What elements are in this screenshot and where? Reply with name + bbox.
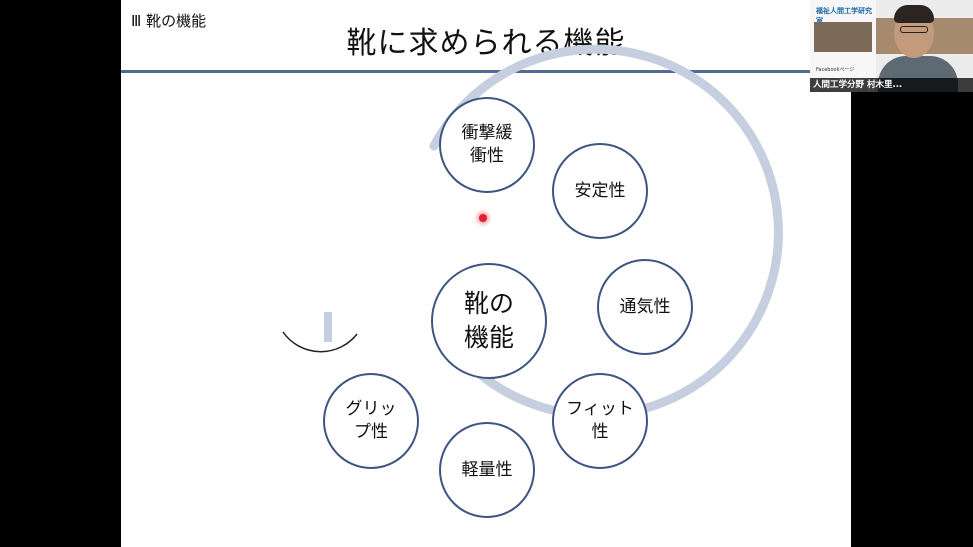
webcam-site-header: 福祉人間工学研究室	[816, 7, 872, 25]
node-label: グリッ プ性	[345, 399, 397, 442]
node-shock-absorption: 衝撃緩 衝性	[439, 97, 535, 193]
slide-title: 靴に求められる機能	[346, 26, 626, 61]
section-label: Ⅲ 靴の機能	[131, 12, 207, 30]
node-label: 軽量性	[461, 459, 513, 480]
laser-pointer	[479, 214, 487, 222]
node-stability: 安定性	[552, 143, 648, 239]
title-divider	[121, 70, 851, 73]
participant-name-label: 人間工学分野 村木里...	[810, 78, 973, 92]
webcam-person-glasses	[900, 26, 928, 33]
node-label: 安定性	[574, 180, 626, 201]
webcam-thumbnail[interactable]: 福祉人間工学研究室 Facebookページ 人間工学分野 村木里...	[810, 0, 973, 92]
node-lightweight: 軽量性	[439, 422, 535, 518]
center-node-label: 靴の 機能	[463, 289, 514, 352]
node-label: 衝撃緩 衝性	[461, 123, 513, 166]
cycle-ring-gap-arc	[282, 331, 358, 353]
node-fit: フィット 性	[552, 373, 648, 469]
presentation-slide: Ⅲ 靴の機能 靴に求められる機能 靴の 機能 衝撃緩 衝性 安定性 通気性 フィ…	[121, 0, 851, 547]
webcam-background-photo	[814, 22, 872, 52]
node-label: フィット 性	[566, 399, 634, 442]
center-node: 靴の 機能	[431, 263, 547, 379]
node-breathability: 通気性	[597, 259, 693, 355]
webcam-facebook-label: Facebookページ	[816, 67, 855, 73]
node-label: 通気性	[619, 296, 671, 317]
node-grip: グリッ プ性	[323, 373, 419, 469]
webcam-background-panel: 福祉人間工学研究室 Facebookページ	[810, 0, 876, 92]
webcam-person-hair	[894, 5, 934, 23]
